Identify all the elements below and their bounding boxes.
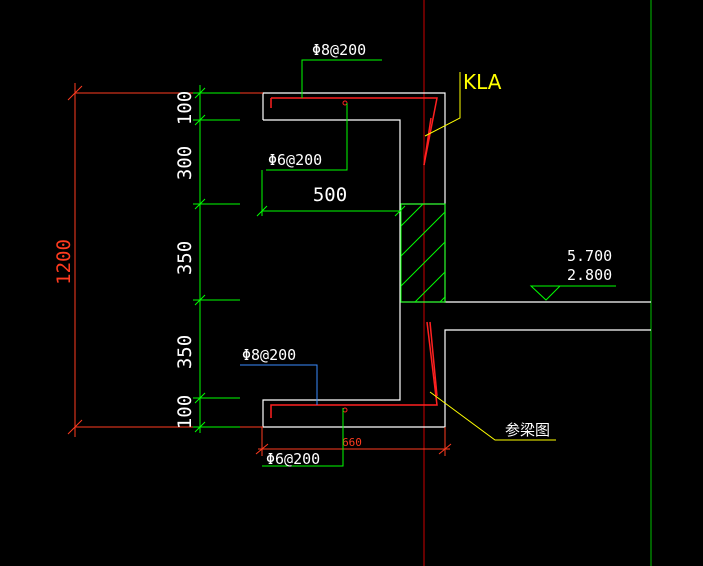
- hatched-zone: [400, 203, 446, 303]
- leader-bottom: [262, 408, 344, 467]
- rebar-label-top: Φ8@200: [312, 41, 366, 59]
- elevation-upper: 5.700: [567, 247, 612, 265]
- dimension-width: 500: [313, 184, 347, 206]
- dimension-seg-1: 100: [174, 91, 196, 125]
- leader-ref: [429, 391, 556, 441]
- rebar-label-mid: Φ6@200: [268, 151, 322, 169]
- dimension-total: 1200: [53, 239, 75, 285]
- rebar-label-bottom: Φ6@200: [266, 450, 320, 468]
- bottom-dimension: [255, 427, 452, 456]
- chain-dimension: [193, 85, 240, 433]
- rebar-label-lower: Φ8@200: [242, 346, 296, 364]
- leader-mid: [266, 103, 348, 171]
- rebar-lines: [270, 97, 438, 418]
- dimension-bottom: 660: [342, 436, 362, 449]
- elevation-lower: 2.800: [567, 266, 612, 284]
- beam-tag: KLA: [463, 70, 502, 94]
- dimension-seg-3: 350: [174, 241, 196, 275]
- leader-kla: [424, 72, 461, 137]
- width-dimension: [256, 170, 406, 217]
- elevation-marker: [529, 285, 616, 301]
- rebar-dot: [342, 100, 348, 106]
- leader-top: [301, 59, 382, 98]
- reference-note: 参梁图: [505, 421, 550, 439]
- rebar-dot: [342, 407, 348, 413]
- dimension-seg-4: 350: [174, 335, 196, 369]
- leader-lower: [240, 364, 318, 405]
- dimension-seg-2: 300: [174, 146, 196, 180]
- dimension-seg-5: 100: [174, 395, 196, 429]
- overall-dimension: [67, 83, 263, 437]
